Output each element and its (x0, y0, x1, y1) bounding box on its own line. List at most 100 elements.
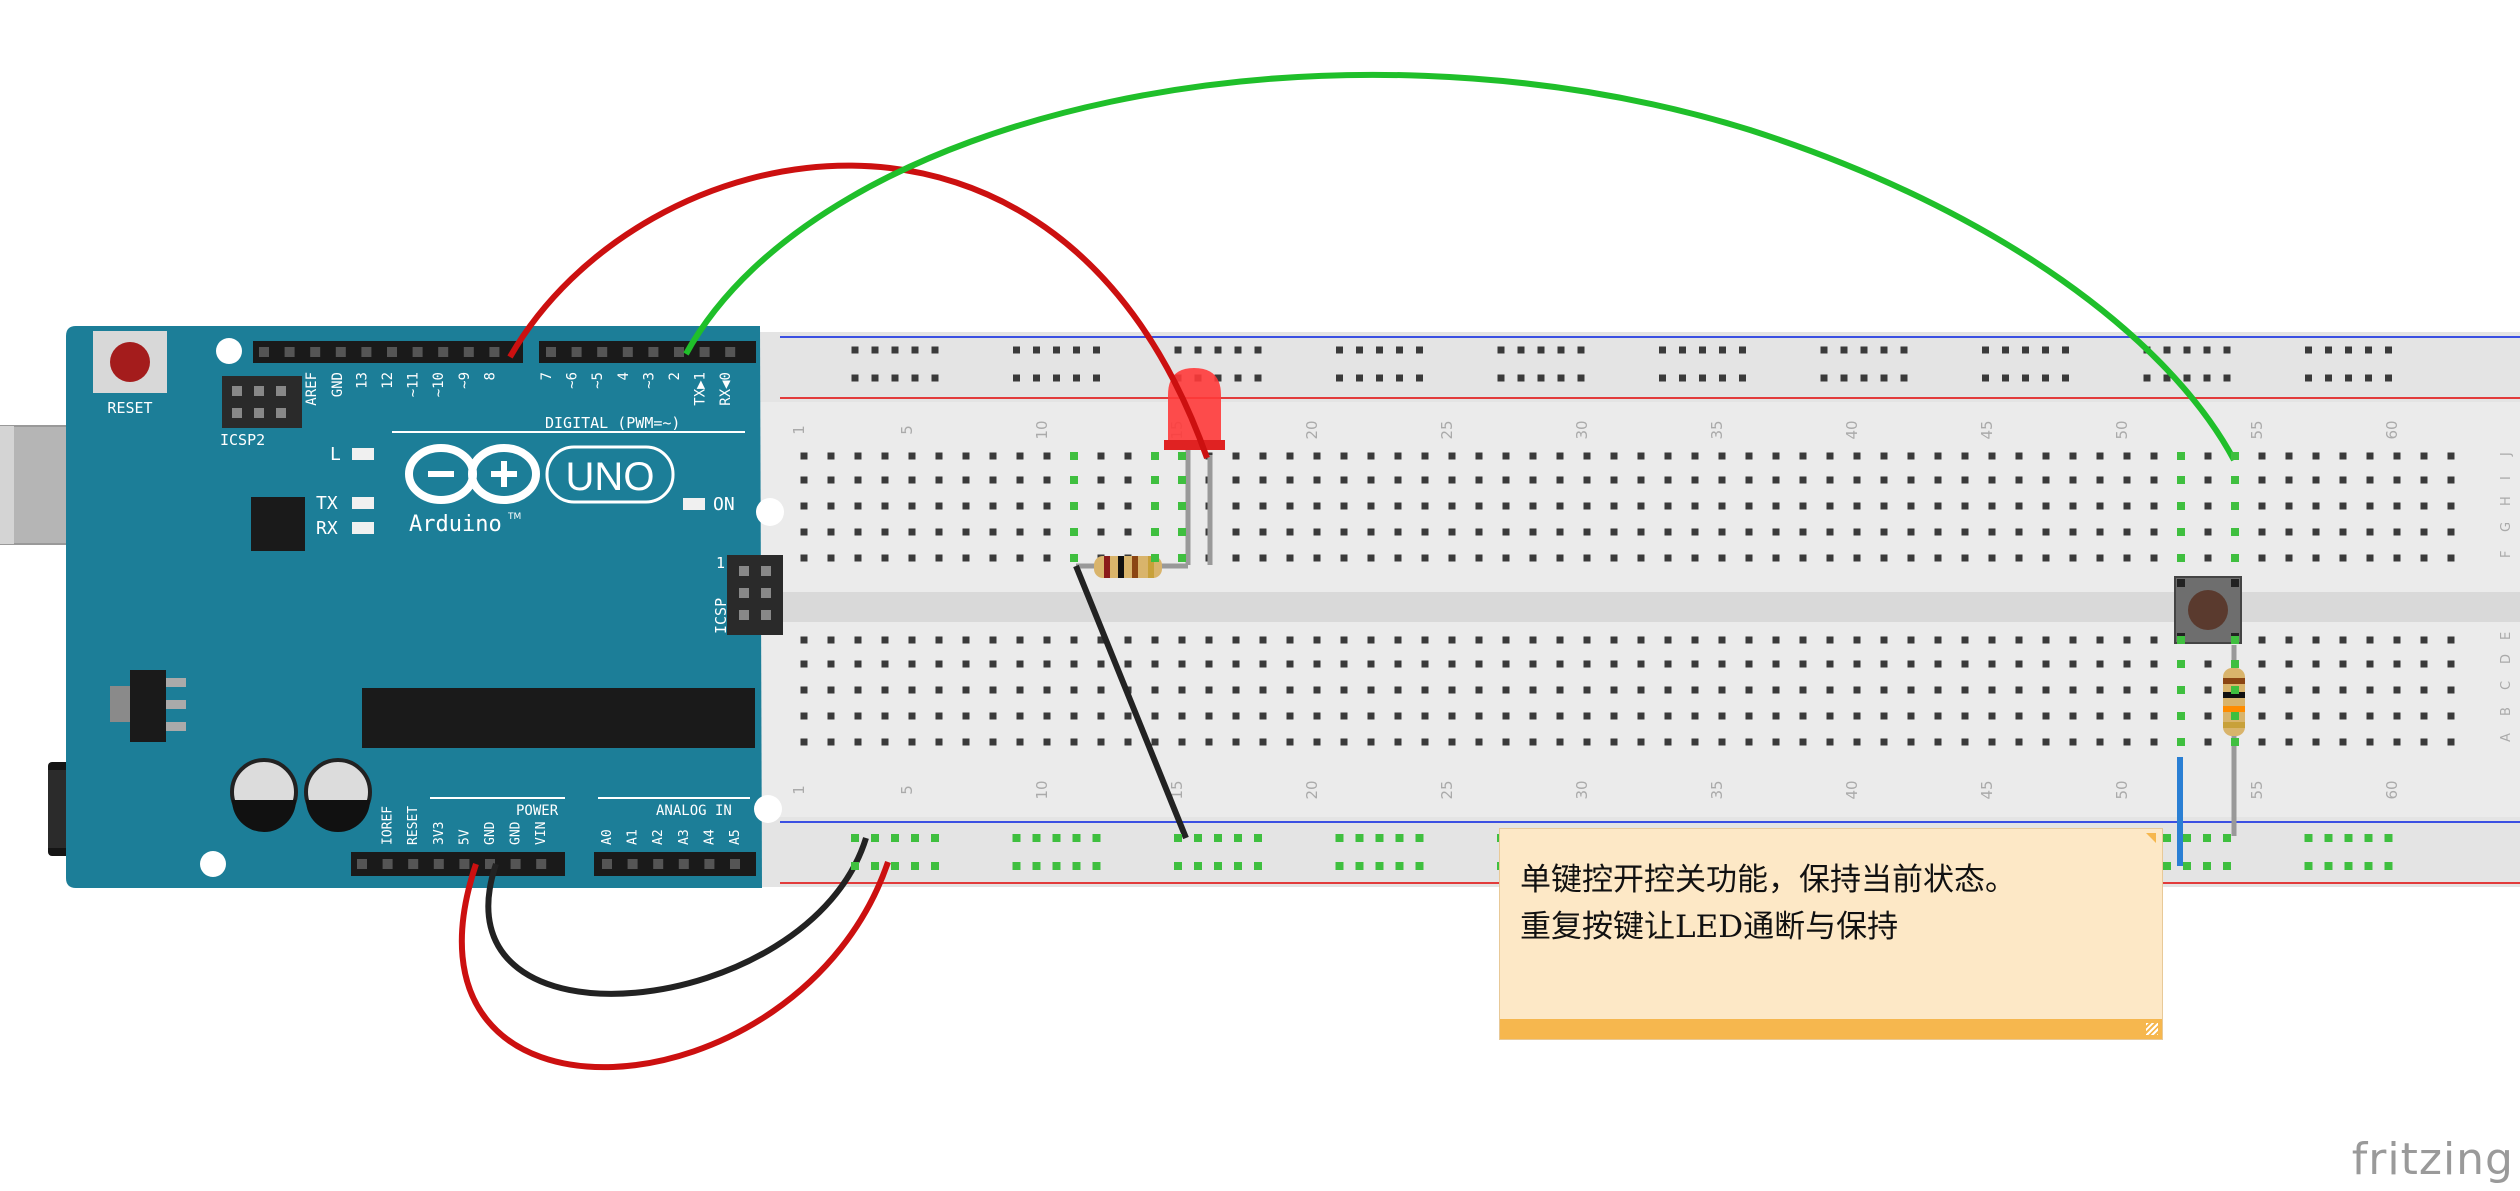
breadboard-hole (1556, 502, 1564, 510)
breadboard-hole (1880, 712, 1888, 720)
breadboard-hole (908, 502, 916, 510)
digital-pin-label: TX▶1 (693, 372, 709, 406)
connected-hole (1395, 834, 1404, 842)
row-letter: D (2499, 654, 2514, 664)
rail-hole (1396, 346, 1403, 354)
reset-label: RESET (107, 399, 152, 417)
breadboard-hole (1232, 686, 1240, 694)
sticky-note[interactable]: 单键控开控关功能，保持当前状态。 重复按键让LED通断与保持 (1499, 828, 2163, 1040)
breadboard-hole (1664, 712, 1672, 720)
breadboard-hole (2042, 660, 2050, 668)
wire-red-5v-to-rail[interactable] (458, 861, 891, 1070)
rail-hole (1053, 374, 1060, 382)
reset-button[interactable] (110, 342, 150, 382)
breadboard-hole (1502, 476, 1510, 484)
wire-black-gnd-to-rail[interactable] (485, 837, 869, 997)
resistor-led[interactable] (1076, 556, 1188, 578)
breadboard-hole (1772, 712, 1780, 720)
breadboard-hole (2285, 452, 2293, 460)
breadboard-hole (1340, 712, 1348, 720)
breadboard-hole (1961, 476, 1969, 484)
rail-hole (1982, 346, 1989, 354)
breadboard-hole (1637, 502, 1645, 510)
connected-hole (2231, 712, 2239, 720)
breadboard-hole (989, 738, 997, 746)
rail-hole (891, 346, 899, 354)
breadboard-hole (1340, 502, 1348, 510)
wire-red-pin8-to-led[interactable] (507, 162, 1210, 459)
breadboard-hole (1691, 712, 1699, 720)
breadboard-hole (1043, 502, 1051, 510)
digital-pin-socket (648, 347, 659, 357)
connected-hole (1070, 502, 1078, 510)
note-text[interactable]: 单键控开控关功能，保持当前状态。 重复按键让LED通断与保持 (1520, 862, 2016, 945)
analog-pin-socket (627, 859, 638, 869)
breadboard-hole (854, 712, 862, 720)
rail-hole (1840, 346, 1848, 354)
breadboard-hole (1691, 502, 1699, 510)
connected-hole (2231, 636, 2239, 644)
wire-black-resistor-to-gnd-rail[interactable] (1073, 564, 1189, 840)
breadboard-hole (1421, 502, 1429, 510)
resistor-led-band4 (1148, 556, 1154, 578)
breadboard-hole (1826, 452, 1834, 460)
breadboard-hole (1097, 738, 1105, 746)
breadboard-hole (935, 686, 943, 694)
breadboard-hole (827, 738, 835, 746)
power-pin-socket (536, 859, 547, 869)
breadboard-hole (908, 554, 916, 562)
breadboard-hole (1907, 738, 1915, 746)
breadboard-hole (2096, 660, 2104, 668)
icsp-pin (739, 610, 749, 620)
rail-hole (2365, 346, 2372, 354)
breadboard-hole (800, 738, 808, 746)
rail-hole (2305, 346, 2312, 354)
breadboard-hole (1124, 712, 1132, 720)
breadboard-hole (1421, 738, 1429, 746)
rx-label: RX (316, 518, 338, 539)
connected-hole (2177, 686, 2185, 694)
power-pin-label: GND (483, 821, 498, 845)
breadboard-hole (1799, 502, 1807, 510)
breadboard-hole (1124, 502, 1132, 510)
pushbutton-component[interactable] (2174, 576, 2242, 644)
icsp2-pin (276, 386, 286, 396)
column-number-bottom: 40 (1843, 780, 1861, 799)
connected-hole (1178, 502, 1186, 510)
breadboard-hole (1205, 660, 1213, 668)
connected-hole (2384, 834, 2393, 842)
breadboard-hole (1961, 502, 1969, 510)
breadboard-hole (1286, 712, 1294, 720)
breadboard-hole (1448, 502, 1456, 510)
note-resize-grip-icon[interactable] (2146, 1023, 2158, 1035)
breadboard-hole (1610, 712, 1618, 720)
connected-hole (2344, 862, 2353, 870)
breadboard-hole (1880, 476, 1888, 484)
breadboard-hole (1448, 636, 1456, 644)
fritzing-watermark: fritzing (2351, 1134, 2514, 1185)
breadboard-hole (2096, 476, 2104, 484)
breadboard-hole (1799, 476, 1807, 484)
wire-green-pin2-to-button[interactable] (683, 71, 2237, 462)
rail-hole (1739, 374, 1746, 382)
breadboard-hole (1043, 686, 1051, 694)
breadboard-hole (800, 452, 808, 460)
breadboard[interactable]: 1155101015152020252530303535404045455050… (760, 332, 2520, 887)
rail-hole (2022, 346, 2029, 354)
breadboard-hole (962, 528, 970, 536)
breadboard-hole (1610, 452, 1618, 460)
power-pin-socket (382, 859, 393, 869)
breadboard-hole (1799, 712, 1807, 720)
breadboard-hole (1934, 738, 1942, 746)
breadboard-hole (935, 660, 943, 668)
led-component[interactable] (1164, 368, 1225, 565)
breadboard-hole (1907, 660, 1915, 668)
digital-pin-socket (674, 347, 684, 357)
analog-header (594, 852, 756, 876)
rail-hole (1376, 374, 1383, 382)
breadboard-hole (1907, 528, 1915, 536)
note-corner-icon (2146, 833, 2156, 843)
breadboard-hole (1772, 528, 1780, 536)
